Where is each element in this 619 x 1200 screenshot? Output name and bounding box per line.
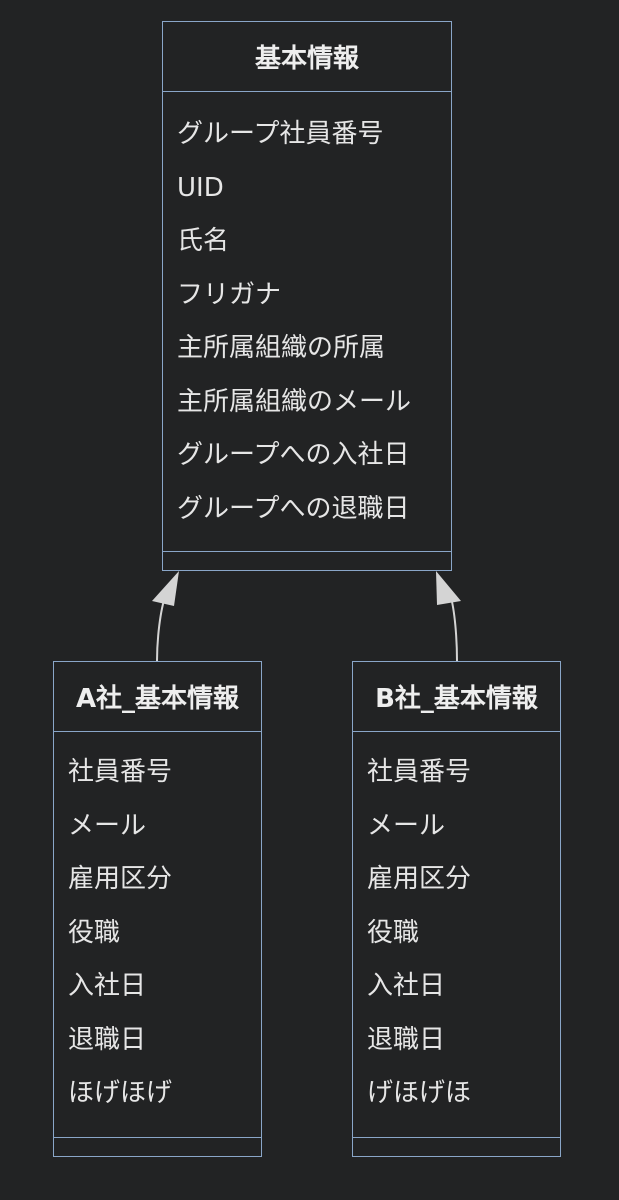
- attribute: 社員番号: [68, 757, 173, 787]
- attribute: メール: [68, 810, 147, 841]
- attribute: 退職日: [367, 1024, 446, 1055]
- attribute: 入社日: [367, 971, 446, 1001]
- attribute: 主所属組織のメール: [177, 386, 412, 417]
- class-title: 基本情報: [163, 22, 451, 92]
- class-methods: [353, 1138, 560, 1155]
- edge-a-sha-to-kihon: [156, 593, 167, 662]
- attribute: UID: [177, 172, 224, 203]
- attribute: 社員番号: [367, 757, 472, 787]
- attribute: げほげほ: [367, 1078, 472, 1108]
- attribute: 入社日: [68, 971, 147, 1001]
- attribute: 主所属組織の所属: [177, 333, 386, 363]
- edge-b-sha-to-kihon: [449, 593, 458, 662]
- attribute: フリガナ: [177, 279, 282, 310]
- inheritance-arrowhead-b-sha: [436, 571, 461, 605]
- class-attributes: 社員番号 メール 雇用区分 役職 入社日 退職日 げほげほ: [353, 732, 560, 1138]
- attribute: 氏名: [177, 226, 230, 256]
- inheritance-arrowhead-a-sha: [152, 571, 179, 606]
- class-attributes: グループ社員番号 UID 氏名 フリガナ 主所属組織の所属 主所属組織のメール …: [163, 92, 451, 552]
- attribute: グループ社員番号: [177, 119, 384, 149]
- attribute: メール: [367, 810, 446, 841]
- class-kihon[interactable]: 基本情報 グループ社員番号 UID 氏名 フリガナ 主所属組織の所属 主所属組織…: [162, 21, 452, 571]
- attribute: グループへの退職日: [177, 493, 410, 524]
- class-methods: [163, 552, 451, 569]
- attribute: 雇用区分: [68, 864, 173, 894]
- class-title: B社_基本情報: [353, 662, 560, 732]
- attribute: 退職日: [68, 1024, 147, 1055]
- class-attributes: 社員番号 メール 雇用区分 役職 入社日 退職日 ほげほげ: [54, 732, 261, 1138]
- attribute: 役職: [367, 917, 420, 948]
- class-b-sha[interactable]: B社_基本情報 社員番号 メール 雇用区分 役職 入社日 退職日 げほげほ: [352, 661, 561, 1157]
- attribute: グループへの入社日: [177, 440, 410, 470]
- attribute: ほげほげ: [68, 1078, 173, 1108]
- attribute: 役職: [68, 917, 121, 948]
- class-methods: [54, 1138, 261, 1155]
- class-a-sha[interactable]: A社_基本情報 社員番号 メール 雇用区分 役職 入社日 退職日 ほげほげ: [53, 661, 262, 1157]
- class-title: A社_基本情報: [54, 662, 261, 732]
- attribute: 雇用区分: [367, 864, 472, 894]
